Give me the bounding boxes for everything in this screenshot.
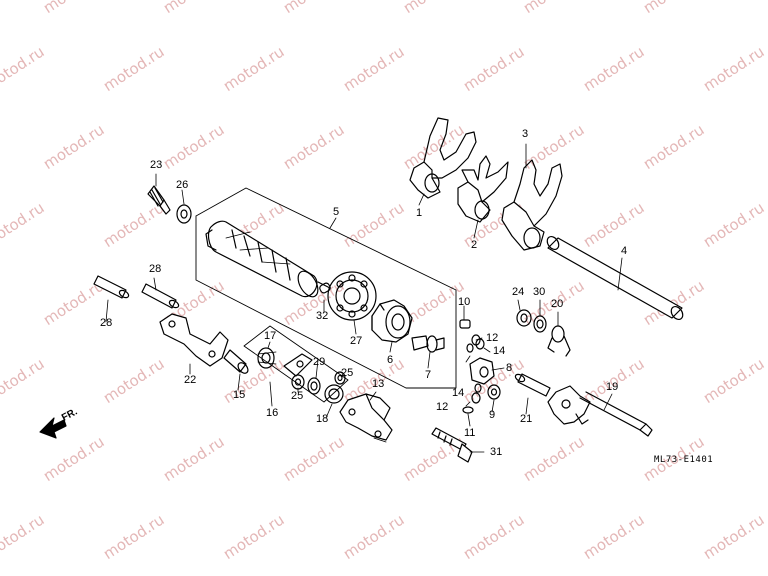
part-label-7: 7 <box>425 369 432 381</box>
part-label-16: 16 <box>266 407 279 419</box>
bolt-7 <box>411 335 445 353</box>
dowel-pin-28b <box>141 283 180 309</box>
drum-cam-6 <box>371 299 413 343</box>
washer-11 <box>462 406 474 414</box>
oil-seal-24 <box>516 309 532 327</box>
part-label-32: 32 <box>316 310 329 322</box>
part-label-6: 6 <box>387 354 394 366</box>
pin-10 <box>459 319 471 329</box>
part-label-25a: 25 <box>291 390 304 402</box>
roller-29 <box>307 377 321 395</box>
part-label-13: 13 <box>372 378 385 390</box>
collar-15 <box>223 349 249 374</box>
bolt-23 <box>147 185 171 215</box>
spring-12 <box>471 334 485 350</box>
part-label-12b: 12 <box>436 401 449 413</box>
part-label-30: 30 <box>533 286 546 298</box>
shift-fork-3 <box>501 159 563 251</box>
part-label-17: 17 <box>264 330 277 342</box>
dowel-pin-28a <box>93 275 130 299</box>
pin-32 <box>319 282 331 294</box>
collar-17 <box>257 347 277 369</box>
part-label-21: 21 <box>520 413 533 425</box>
bolt-31 <box>431 427 473 463</box>
part-label-23: 23 <box>150 159 163 171</box>
part-label-2: 2 <box>471 239 478 251</box>
group-box-5 <box>195 187 457 389</box>
stopper-plate-22 <box>159 313 229 367</box>
washer-26 <box>176 204 192 224</box>
part-label-28a: 28 <box>149 263 162 275</box>
shift-fork-1 <box>409 117 477 199</box>
part-label-18: 18 <box>316 413 329 425</box>
part-label-15: 15 <box>233 389 246 401</box>
stopper-arm-13 <box>339 393 393 441</box>
pin-14b <box>474 383 482 393</box>
part-label-14a: 14 <box>493 345 506 357</box>
part-label-10: 10 <box>458 296 471 308</box>
part-label-4: 4 <box>621 245 628 257</box>
pin-21 <box>514 373 551 397</box>
front-arrow <box>39 417 67 439</box>
leader-lines <box>105 143 623 453</box>
part-label-11: 11 <box>464 427 476 439</box>
bearing-27 <box>327 271 377 321</box>
bearing-18 <box>324 384 344 404</box>
link-arm <box>283 353 313 377</box>
part-label-26: 26 <box>176 179 189 191</box>
pin-14a <box>466 343 474 353</box>
part-label-31: 31 <box>490 446 503 458</box>
part-label-24: 24 <box>512 286 525 298</box>
washer-30 <box>533 315 547 333</box>
part-label-1: 1 <box>416 207 423 219</box>
fork-shaft-4 <box>546 235 684 321</box>
nut-9 <box>487 384 501 400</box>
diagram-code: ML73-E1401 <box>654 455 714 465</box>
part-label-28b: 28 <box>100 317 113 329</box>
part-label-19: 19 <box>606 381 619 393</box>
group-box-16 <box>243 325 349 403</box>
part-label-5: 5 <box>333 206 340 218</box>
washer-25a <box>291 374 305 390</box>
part-label-20: 20 <box>551 298 564 310</box>
part-label-27: 27 <box>350 335 363 347</box>
shift-fork-2 <box>457 155 509 223</box>
spring-20 <box>547 325 571 357</box>
part-label-3: 3 <box>522 128 529 140</box>
part-label-12a: 12 <box>486 332 499 344</box>
cam-plate-8 <box>469 357 495 385</box>
shift-drum <box>205 220 331 298</box>
gearshift-spindle-19 <box>547 385 653 437</box>
part-label-29: 29 <box>313 356 326 368</box>
part-label-25b: 25 <box>341 367 354 379</box>
part-label-9: 9 <box>489 409 496 421</box>
part-label-22: 22 <box>184 374 197 386</box>
spring-12b <box>471 392 481 404</box>
part-label-8: 8 <box>506 362 513 374</box>
part-label-14b: 14 <box>452 387 465 399</box>
